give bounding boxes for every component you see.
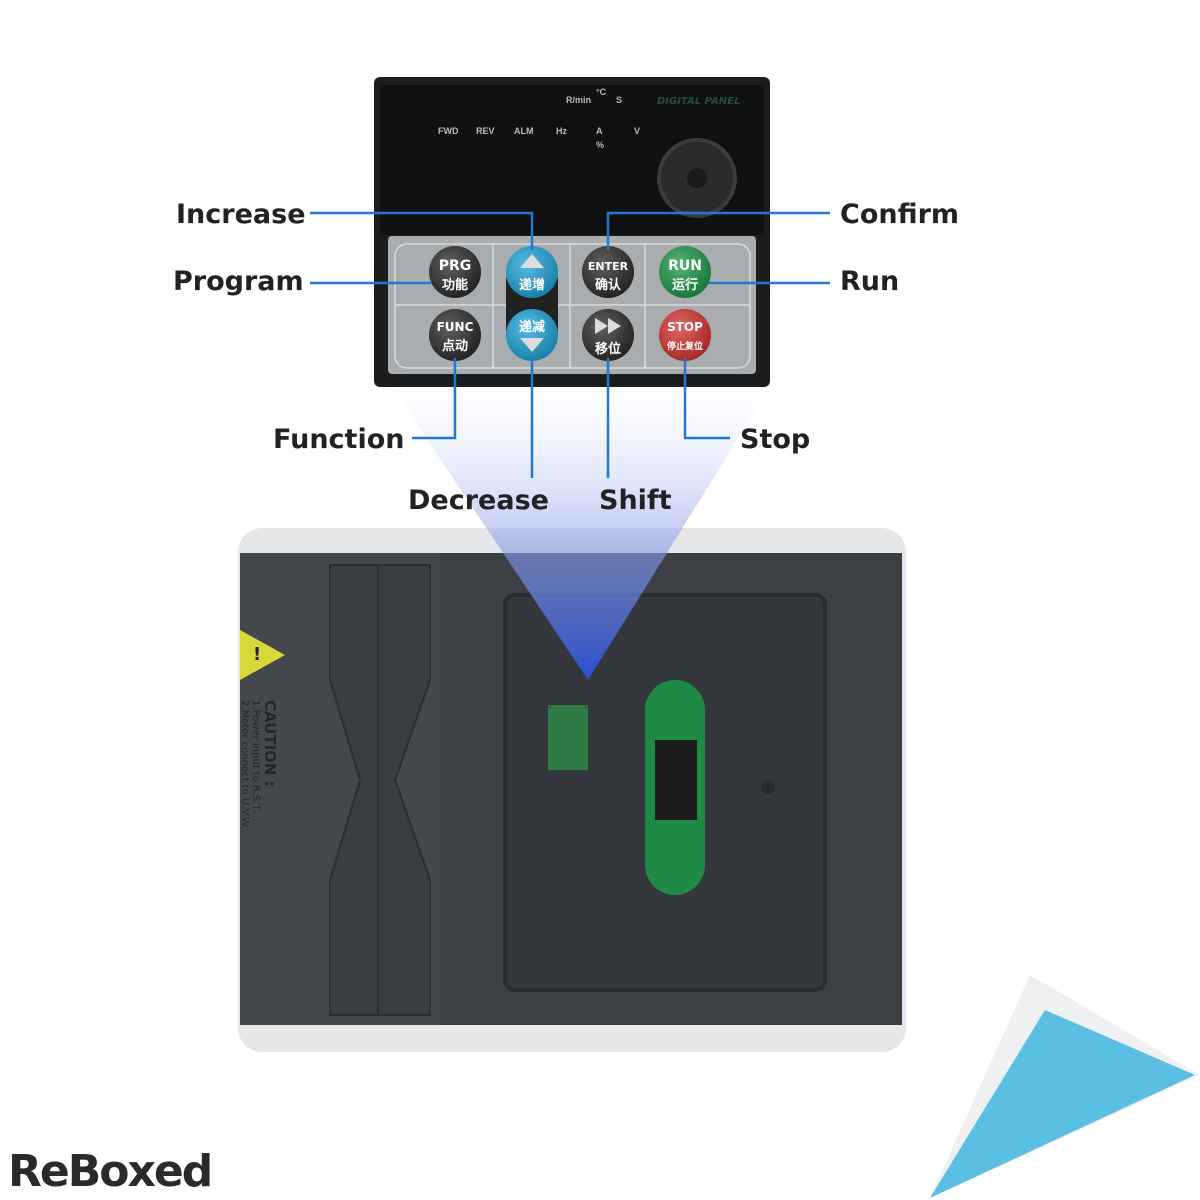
svg-text:1.Power input to R.S.T.: 1.Power input to R.S.T. — [250, 700, 261, 812]
svg-text:R/min: R/min — [566, 95, 591, 105]
svg-text:递减: 递减 — [519, 319, 545, 335]
label-shift: Shift — [599, 485, 672, 516]
drive-body: ! CAUTION : 1.Power input to R.S.T. 2.Mo… — [238, 528, 906, 1052]
label-decrease: Decrease — [408, 485, 549, 516]
svg-text:STOP: STOP — [667, 320, 703, 334]
page-curl-decoration — [930, 975, 1200, 1198]
svg-text:点动: 点动 — [442, 338, 468, 354]
svg-text:PRG: PRG — [439, 258, 472, 274]
svg-text:Hz: Hz — [556, 126, 567, 136]
enter-button[interactable]: ENTER 确认 — [582, 246, 634, 298]
arrow-up-icon — [520, 254, 544, 268]
label-function: Function — [273, 424, 404, 455]
svg-text:移位: 移位 — [595, 341, 621, 357]
connector-board — [548, 705, 588, 770]
increase-button[interactable]: 递增 — [506, 246, 558, 298]
svg-text:S: S — [616, 95, 622, 105]
svg-text:A: A — [596, 126, 603, 136]
arrow-down-icon — [520, 338, 544, 352]
svg-text:V: V — [634, 126, 640, 136]
svg-text:运行: 运行 — [672, 277, 698, 293]
svg-text:确认: 确认 — [595, 277, 622, 293]
label-program: Program — [173, 266, 304, 297]
label-run: Run — [840, 266, 899, 297]
svg-text:功能: 功能 — [442, 277, 468, 293]
reboxed-logo: ReBoxed — [8, 1146, 211, 1197]
shift-button[interactable]: 移位 — [582, 309, 634, 361]
label-increase: Increase — [176, 199, 306, 230]
svg-text:递增: 递增 — [519, 277, 545, 293]
label-confirm: Confirm — [840, 199, 959, 230]
callout-lines — [310, 211, 830, 478]
svg-text:FWD: FWD — [438, 126, 459, 136]
svg-text:FUNC: FUNC — [437, 320, 474, 334]
digital-panel: DIGITAL PANEL FWD REV ALM Hz A V % R/min… — [374, 77, 770, 387]
svg-text:停止复位: 停止复位 — [667, 340, 703, 352]
warning-icon — [240, 630, 285, 680]
prg-button[interactable]: PRG 功能 — [429, 246, 481, 298]
svg-text:ALM: ALM — [514, 126, 534, 136]
svg-text:RUN: RUN — [668, 258, 702, 274]
fast-forward-icon — [595, 318, 608, 334]
stop-button[interactable]: STOP 停止复位 — [659, 309, 711, 361]
svg-text:°C: °C — [596, 87, 607, 97]
run-button[interactable]: RUN 运行 — [659, 246, 711, 298]
func-button[interactable]: FUNC 点动 — [429, 309, 481, 361]
decrease-button[interactable]: 递减 — [506, 309, 558, 361]
label-stop: Stop — [740, 424, 810, 455]
svg-text:CAUTION :: CAUTION : — [261, 700, 279, 787]
svg-text:2.Motor connect to U.V.W.: 2.Motor connect to U.V.W. — [239, 700, 250, 829]
svg-text:DIGITAL PANEL: DIGITAL PANEL — [657, 96, 740, 107]
caution-label: CAUTION : 1.Power input to R.S.T. 2.Moto… — [239, 700, 279, 829]
svg-text:%: % — [596, 140, 604, 150]
svg-text:REV: REV — [476, 126, 495, 136]
svg-text:!: ! — [253, 644, 261, 665]
zoom-beam — [392, 387, 770, 680]
svg-text:ENTER: ENTER — [588, 260, 629, 273]
